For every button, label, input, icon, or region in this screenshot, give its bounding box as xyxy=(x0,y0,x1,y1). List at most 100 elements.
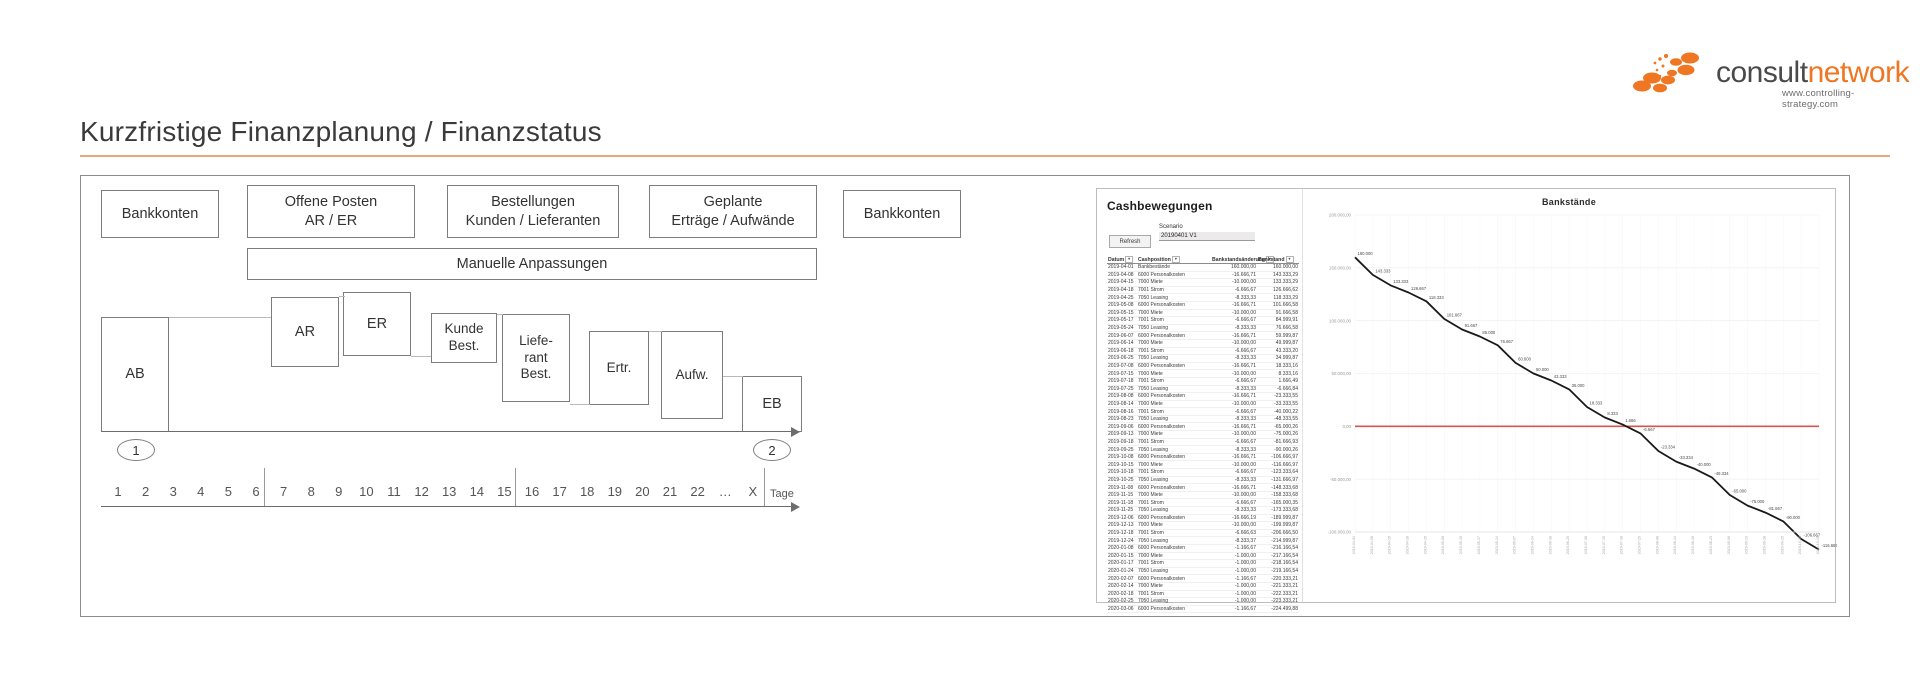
col-title: Bankstand xyxy=(1258,256,1285,263)
filter-icon[interactable]: ▾ xyxy=(1125,255,1134,263)
waterfall-box-kunde-best[interactable]: Kunde Best. xyxy=(431,313,497,363)
table-cell: 2019-12-24 xyxy=(1107,536,1137,545)
step-marker-label: 1 xyxy=(132,442,140,458)
table-cell: 101.666,58 xyxy=(1257,301,1299,310)
table-col-cashposition[interactable]: Cashposition▾ xyxy=(1137,255,1211,264)
table-cell: 7000 Miete xyxy=(1137,491,1211,500)
table-cell: -1.166,67 xyxy=(1211,605,1257,614)
table-cell: 2020-02-07 xyxy=(1107,574,1137,583)
waterfall-box-eb[interactable]: EB xyxy=(742,376,802,432)
box-label: Offene Posten AR / ER xyxy=(284,194,378,229)
filter-icon[interactable]: ▾ xyxy=(1285,255,1294,263)
dashboard-controls: Refresh Scenario 20190401 V1 xyxy=(1107,224,1302,251)
logo-dots-icon xyxy=(1633,52,1699,93)
box-offene-posten[interactable]: Offene Posten AR / ER xyxy=(247,185,415,238)
waterfall-box-aufw[interactable]: Aufw. xyxy=(661,331,723,419)
waterfall-box-lieferant-best[interactable]: Liefe- rant Best. xyxy=(502,314,570,402)
table-cell: 2019-06-14 xyxy=(1107,339,1137,348)
svg-text:76.667: 76.667 xyxy=(1500,339,1513,344)
svg-text:100.000,00: 100.000,00 xyxy=(1329,318,1352,323)
table-cell: 49.999,87 xyxy=(1257,339,1299,348)
waterfall-box-ar[interactable]: AR xyxy=(271,297,339,367)
table-col-datum[interactable]: Datum▾ xyxy=(1107,255,1137,264)
table-cell: 6000 Personalkosten xyxy=(1137,301,1211,310)
svg-text:50.000,00: 50.000,00 xyxy=(1331,371,1351,376)
waterfall-box-ertr[interactable]: Ertr. xyxy=(589,331,649,405)
page-title: Kurzfristige Finanzplanung / Finanzstatu… xyxy=(80,116,602,147)
box-bankkonten-start[interactable]: Bankkonten xyxy=(101,190,219,238)
table-cell: -216.166,54 xyxy=(1257,544,1299,553)
box-label: Bankkonten xyxy=(121,205,199,222)
filter-icon[interactable]: ▾ xyxy=(1171,255,1180,263)
connector-ertr-aufw xyxy=(649,331,662,332)
waterfall-box-er[interactable]: ER xyxy=(343,292,411,356)
waterfall-box-ab[interactable]: AB xyxy=(101,317,169,432)
box-bankkonten-end[interactable]: Bankkonten xyxy=(843,190,961,238)
table-col-bankstand[interactable]: Bankstand▾ xyxy=(1257,255,1299,264)
svg-text:2019-05-15: 2019-05-15 xyxy=(1459,536,1463,554)
box-geplante-ertraege[interactable]: Geplante Erträge / Aufwände xyxy=(649,185,817,238)
table-cell: -221.333,21 xyxy=(1257,582,1299,591)
refresh-button[interactable]: Refresh xyxy=(1109,235,1151,248)
table-cell: -6.666,67 xyxy=(1211,438,1257,447)
scenario-select[interactable]: 20190401 V1 xyxy=(1159,232,1255,241)
connector-aufw-eb xyxy=(723,376,743,377)
table-cell: 2019-05-24 xyxy=(1107,324,1137,333)
box-manuelle-anpassungen[interactable]: Manuelle Anpassungen xyxy=(247,248,817,280)
table-col-bankstandsänderung[interactable]: Bankstandsänderung▾ xyxy=(1211,255,1275,264)
box-bestellungen[interactable]: Bestellungen Kunden / Lieferanten xyxy=(447,185,619,238)
table-cell: 2020-02-18 xyxy=(1107,590,1137,599)
cash-movements-table: Datum▾Cashposition▾Bankstandsänderung▾Ba… xyxy=(1107,255,1299,614)
box-label: ER xyxy=(366,315,388,332)
table-cell: 7050 Leasing xyxy=(1137,476,1211,485)
svg-text:2019-07-08: 2019-07-08 xyxy=(1584,536,1588,554)
table-cell: 7050 Leasing xyxy=(1137,445,1211,454)
